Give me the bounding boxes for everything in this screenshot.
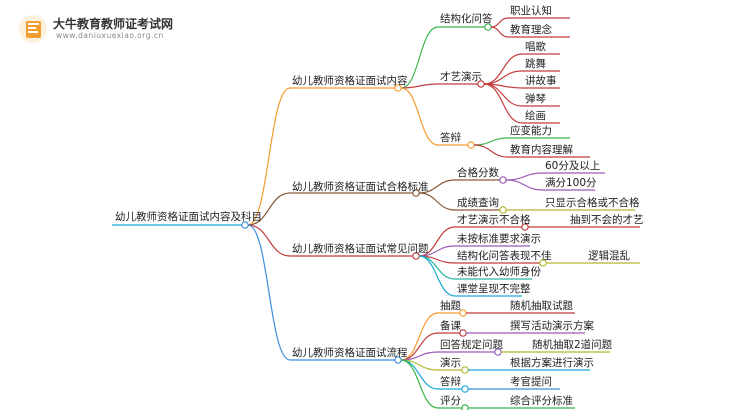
toggle-process-3[interactable] xyxy=(461,366,469,374)
leaf-storytelling[interactable]: 讲故事 xyxy=(525,75,557,87)
edge-understand xyxy=(473,144,509,158)
leaf-write-plan[interactable]: 撰写活动演示方案 xyxy=(510,320,594,332)
edge-root-problems xyxy=(247,224,291,257)
node-poor-qa[interactable]: 结构化问答表现不佳 xyxy=(457,250,552,262)
edge-adapt xyxy=(473,137,509,146)
node-prepare[interactable]: 备课 xyxy=(440,320,461,332)
edge-root-process xyxy=(247,224,291,361)
edge-concept xyxy=(490,26,509,38)
node-incomplete-class[interactable]: 课堂呈现不完整 xyxy=(457,283,531,295)
leaf-scoring-standard[interactable]: 综合评分标准 xyxy=(510,395,573,407)
node-pass-score[interactable]: 合格分数 xyxy=(457,167,499,179)
leaf-education-concept[interactable]: 教育理念 xyxy=(510,24,552,36)
node-talent-fail[interactable]: 才艺演示不合格 xyxy=(457,214,531,226)
branch-common-problems[interactable]: 幼儿教师资格证面试常见问题 xyxy=(292,243,429,255)
leaf-full-score[interactable]: 满分100分 xyxy=(545,177,597,189)
leaf-piano[interactable]: 弹琴 xyxy=(525,93,546,105)
edge-talent-leaf-0 xyxy=(483,53,523,85)
leaf-random-two[interactable]: 随机抽取2道问题 xyxy=(532,339,613,351)
edge-incomplete xyxy=(418,255,456,297)
toggle-process-4[interactable] xyxy=(461,385,469,393)
leaf-pass-or-fail[interactable]: 只显示合格或不合格 xyxy=(545,197,640,209)
toggle-defense[interactable] xyxy=(467,141,475,149)
root-node[interactable]: 幼儿教师资格证面试内容及科目 xyxy=(115,211,262,223)
logo-icon xyxy=(18,14,48,44)
leaf-unknown-talent[interactable]: 抽到不会的才艺 xyxy=(570,214,644,226)
edge-career xyxy=(490,17,509,28)
logo-url: www.daniuxuexiao.org.cn xyxy=(56,31,164,40)
edge-full xyxy=(505,179,544,191)
edge-talent-leaf-1 xyxy=(483,70,523,85)
toggle-pass-score[interactable] xyxy=(499,176,507,184)
edge-root-content xyxy=(247,87,291,226)
toggle-process-5[interactable] xyxy=(461,404,469,410)
leaf-adaptability[interactable]: 应变能力 xyxy=(510,125,552,137)
node-scoring[interactable]: 评分 xyxy=(440,395,461,407)
node-demonstrate[interactable]: 演示 xyxy=(440,357,461,369)
leaf-dancing[interactable]: 跳舞 xyxy=(525,58,546,70)
leaf-random-question[interactable]: 随机抽取试题 xyxy=(510,300,573,312)
leaf-career-cognition[interactable]: 职业认知 xyxy=(510,5,552,17)
edge-pass-score xyxy=(418,179,456,194)
edge-process-5 xyxy=(400,359,439,409)
node-structured-qa[interactable]: 结构化问答 xyxy=(440,13,493,25)
leaf-demo-by-plan[interactable]: 根据方案进行演示 xyxy=(510,357,594,369)
toggle-score-query[interactable] xyxy=(499,206,507,214)
edge-structured-qa xyxy=(400,26,439,89)
edge-60 xyxy=(505,172,544,181)
leaf-painting[interactable]: 绘画 xyxy=(525,110,546,122)
edge-defense xyxy=(400,87,439,146)
node-defense-2[interactable]: 答辩 xyxy=(440,376,461,388)
branch-interview-content[interactable]: 幼儿教师资格证面试内容 xyxy=(292,75,408,87)
node-answer-questions[interactable]: 回答规定问题 xyxy=(440,339,503,351)
branch-pass-standard[interactable]: 幼儿教师资格证面试合格标准 xyxy=(292,181,429,193)
logo-title: 大牛教育教师证考试网 xyxy=(53,17,174,31)
node-defense[interactable]: 答辩 xyxy=(440,132,461,144)
edge-talent-leaf-4 xyxy=(483,83,523,124)
leaf-60-and-above[interactable]: 60分及以上 xyxy=(545,160,601,172)
node-score-query[interactable]: 成绩查询 xyxy=(457,197,499,209)
leaf-examiner-question[interactable]: 考官提问 xyxy=(510,376,552,388)
node-not-standard[interactable]: 未按标准要求演示 xyxy=(457,233,541,245)
leaf-singing[interactable]: 唱歌 xyxy=(525,41,546,53)
node-talent-demo[interactable]: 才艺演示 xyxy=(440,71,482,83)
leaf-content-understanding[interactable]: 教育内容理解 xyxy=(510,144,573,156)
edge-score-query xyxy=(418,192,456,211)
leaf-logic-chaos[interactable]: 逻辑混乱 xyxy=(588,250,630,262)
node-draw-question[interactable]: 抽题 xyxy=(440,300,461,312)
edge-root-standard xyxy=(247,192,291,226)
edge-talent-demo xyxy=(400,83,439,89)
branch-interview-process[interactable]: 幼儿教师资格证面试流程 xyxy=(292,347,408,359)
node-no-teacher-role[interactable]: 未能代入幼师身份 xyxy=(457,266,541,278)
